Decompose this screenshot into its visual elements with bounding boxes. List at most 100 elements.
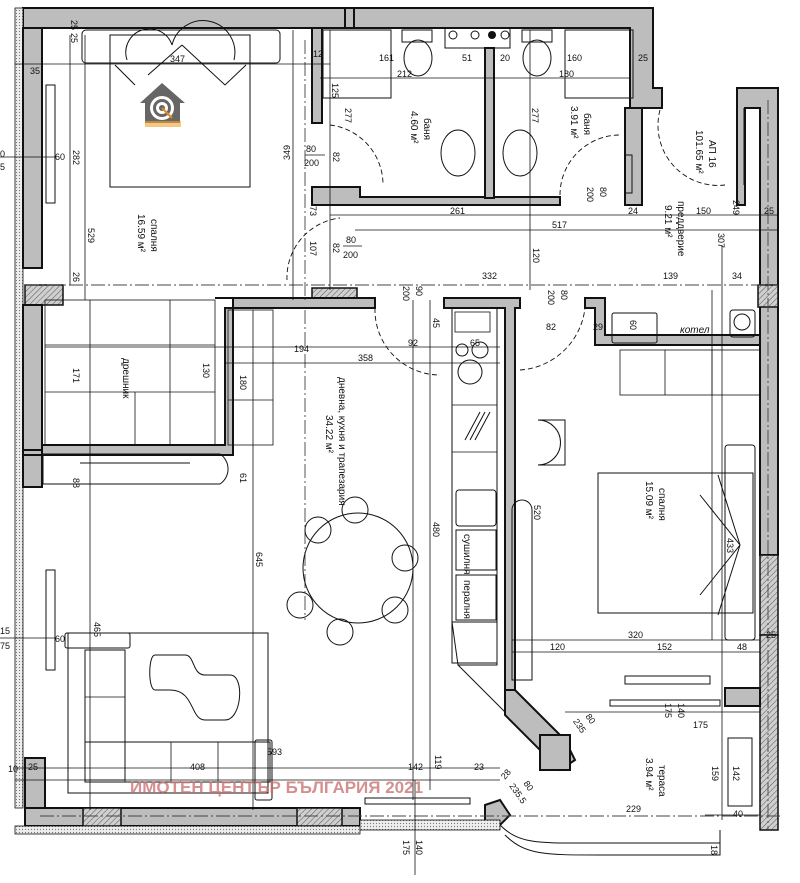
dim-label: 28 [499, 767, 513, 781]
dim-label: 25 [69, 20, 79, 30]
svg-text:200: 200 [546, 290, 556, 305]
dim-label: 180 [238, 375, 248, 390]
dim-label: 60 [55, 152, 65, 162]
dim-label: 465 [92, 622, 102, 637]
dim-label: 593 [267, 747, 282, 757]
svg-text:преддверие: преддверие [675, 201, 686, 257]
watermark: ИМОТЕН ЦЕНТЪР БЪЛГАРИЯ 2021 [130, 778, 423, 797]
svg-text:9.21 м²: 9.21 м² [662, 205, 673, 238]
dim-label: 61 [238, 473, 248, 483]
boiler-label: котел [680, 325, 710, 336]
dim-label: 34 [732, 271, 742, 281]
dim-label: 332 [482, 271, 497, 281]
svg-text:15.09 м²: 15.09 м² [643, 481, 654, 520]
dim-label: 130 [201, 363, 211, 378]
dim-label: 212 [397, 69, 412, 79]
room-label-living: дневна, кухня и трапезария 34.22 м² [323, 377, 347, 506]
dim-label: 159 [710, 766, 720, 781]
svg-text:200: 200 [343, 250, 358, 260]
dim-label: 161 [379, 53, 394, 63]
dim-label: 15 [0, 626, 10, 636]
svg-text:4.60 м²: 4.60 м² [408, 111, 419, 144]
room-label-hall: преддверие 9.21 м² [662, 201, 686, 257]
svg-text:спалня: спалня [656, 488, 667, 521]
svg-text:80: 80 [346, 235, 356, 245]
room-labels: спалня 16.59 м² баня 4.60 м² баня 3.91 м… [120, 106, 717, 797]
dim-label: 277 [343, 108, 353, 123]
dim-label: 175 [693, 720, 708, 730]
dim-label: 12 [313, 49, 323, 59]
svg-text:дневна, кухня и трапезария: дневна, кухня и трапезария [336, 377, 347, 506]
dim-label: 25 [766, 630, 776, 640]
svg-text:101.65 м²: 101.65 м² [693, 130, 704, 174]
svg-text:200: 200 [304, 158, 319, 168]
dim-label: 25 [638, 53, 648, 63]
svg-text:90: 90 [414, 286, 424, 296]
dim-label: 277 [530, 108, 540, 123]
room-label-bedroom2: спалня 15.09 м² [643, 481, 667, 521]
svg-text:спалня: спалня [148, 219, 159, 252]
door-label-bath2: 80 200 [585, 187, 608, 202]
door-label-hall: 80 200 [343, 235, 362, 260]
dim-label: 480 [431, 522, 441, 537]
dim-label: 120 [550, 642, 565, 652]
dim-label: 20 [500, 53, 510, 63]
dim-label: 24 [628, 206, 638, 216]
dim-label: 433 [725, 538, 735, 553]
dim-label: 529 [86, 228, 96, 243]
interior-walls [41, 27, 761, 826]
room-label-bath2: баня 3.91 м² [568, 106, 593, 139]
terrace-features [359, 675, 753, 856]
room-label-terrace: тераса 3.94 м² [643, 758, 667, 797]
living-furniture [42, 453, 419, 801]
dim-label: 160 [567, 53, 582, 63]
dim-label: 107 [308, 241, 318, 256]
dim-label: 150 [696, 206, 711, 216]
dim-label: 82 [546, 322, 556, 332]
dim-label: 45 [431, 318, 441, 328]
window-label-living: 140 175 [401, 840, 424, 855]
dim-label: 75 [0, 641, 10, 651]
door-label-bedroom2: 80 200 [546, 290, 569, 305]
dryer-label: сушилня [461, 534, 472, 574]
svg-text:175: 175 [663, 703, 673, 718]
door-labels: 80 200 80 200 80 200 90 200 80 200 80 23… [304, 144, 686, 855]
dim-label: 645 [254, 552, 264, 567]
bedroom2-furniture [511, 309, 761, 681]
dim-label: 82 [331, 152, 341, 162]
dim-label: 25 [28, 762, 38, 772]
dim-label: 125 [330, 83, 340, 98]
dim-label: 261 [450, 206, 465, 216]
svg-text:16.59 м²: 16.59 м² [135, 214, 146, 253]
dim-label: 18 [709, 845, 719, 855]
svg-text:34.22 м²: 34.22 м² [323, 415, 334, 454]
dim-label: 60 [55, 634, 65, 644]
apartment-label: АП 16 101.65 м² [693, 130, 717, 174]
dimension-lines [0, 30, 778, 875]
dim-label: 171 [71, 368, 81, 383]
dim-label: 29 [593, 322, 603, 332]
dim-label: 65 [470, 338, 480, 348]
svg-text:140: 140 [414, 840, 424, 855]
dim-label: 82 [331, 243, 341, 253]
svg-text:80: 80 [306, 144, 316, 154]
window-label-bedroom2: 140 175 [663, 703, 686, 718]
door-label-living: 90 200 [401, 286, 424, 301]
svg-text:баня: баня [581, 113, 593, 135]
svg-text:АП 16: АП 16 [706, 140, 717, 168]
dim-label: 48 [737, 642, 747, 652]
dim-label: 517 [552, 220, 567, 230]
dim-label: 180 [559, 69, 574, 79]
washer-label: пералня [461, 580, 472, 619]
bedroom1-furniture [44, 20, 281, 446]
svg-text:200: 200 [401, 286, 411, 301]
svg-text:200: 200 [585, 187, 595, 202]
door-label-terrace1: 80 235 [571, 712, 597, 735]
dim-label: 139 [663, 271, 678, 281]
dim-label: 142 [408, 762, 423, 772]
dim-label: 307 [716, 233, 726, 248]
dim-label: 282 [71, 150, 81, 165]
bathroom-fixtures [286, 27, 745, 376]
dim-label: 10 [8, 764, 18, 774]
